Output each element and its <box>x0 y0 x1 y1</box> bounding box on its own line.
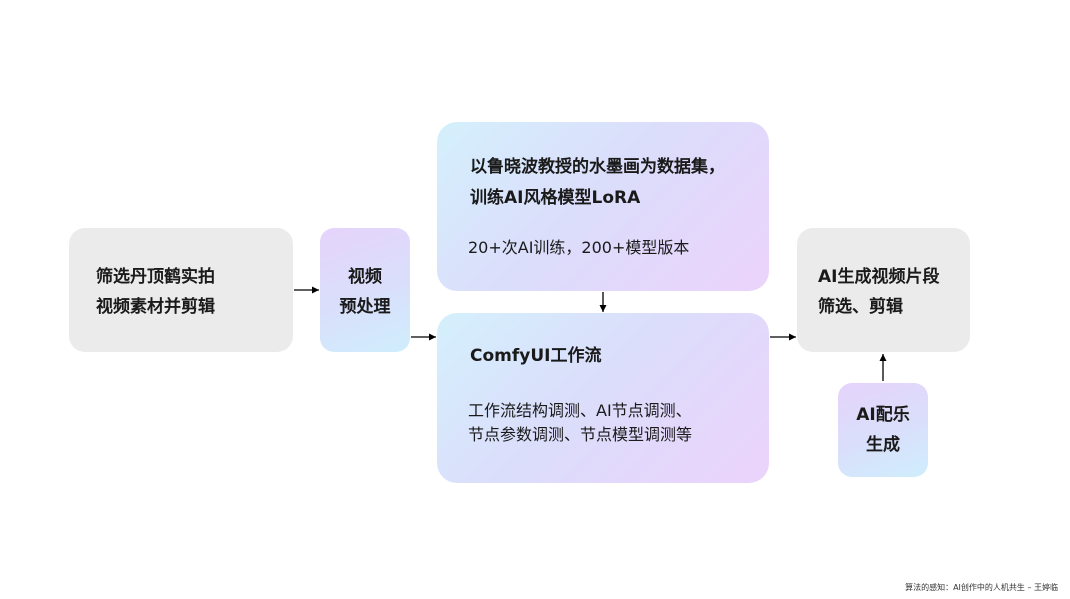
lora-training-box: 以鲁晓波教授的水墨画为数据集， 训练AI风格模型LoRA 20+次AI训练，20… <box>437 122 769 291</box>
lora-title-line-2: 训练AI风格模型LoRA <box>470 188 641 208</box>
comfy-detail-line-2: 节点参数调测、节点模型调测等 <box>468 425 693 444</box>
source-footage-line-2: 视频素材并剪辑 <box>96 297 215 317</box>
comfy-detail-line-1: 工作流结构调测、AI节点调测、 <box>468 401 692 420</box>
source-footage-label: 筛选丹顶鹤实拍 视频素材并剪辑 <box>96 262 215 322</box>
lora-training-title: 以鲁晓波教授的水墨画为数据集， 训练AI风格模型LoRA <box>470 152 725 214</box>
source-footage-box: 筛选丹顶鹤实拍 视频素材并剪辑 <box>69 228 293 352</box>
ai-video-output-line-2: 筛选、剪辑 <box>818 297 903 317</box>
comfyui-workflow-detail: 工作流结构调测、AI节点调测、 节点参数调测、节点模型调测等 <box>468 399 692 447</box>
ai-music-line-1: AI配乐 <box>856 405 910 425</box>
video-preprocess-box: 视频 预处理 <box>320 228 410 352</box>
ai-video-output-label: AI生成视频片段 筛选、剪辑 <box>818 262 939 322</box>
ai-music-line-2: 生成 <box>866 435 900 455</box>
footer-caption: 算法的感知：AI创作中的人机共生 – 王婷临 <box>905 583 1058 592</box>
video-preprocess-label: 视频 预处理 <box>320 262 410 322</box>
lora-title-line-1: 以鲁晓波教授的水墨画为数据集， <box>470 157 725 177</box>
lora-training-detail: 20+次AI训练，200+模型版本 <box>468 238 690 257</box>
source-footage-line-1: 筛选丹顶鹤实拍 <box>96 267 215 287</box>
video-preprocess-line-1: 视频 <box>348 267 382 287</box>
ai-video-output-line-1: AI生成视频片段 <box>818 267 940 287</box>
ai-music-box: AI配乐 生成 <box>838 383 928 477</box>
video-preprocess-line-2: 预处理 <box>339 297 391 317</box>
ai-video-output-box: AI生成视频片段 筛选、剪辑 <box>797 228 970 352</box>
comfyui-workflow-title: ComfyUI工作流 <box>470 346 602 366</box>
comfyui-workflow-box: ComfyUI工作流 工作流结构调测、AI节点调测、 节点参数调测、节点模型调测… <box>437 313 769 483</box>
ai-music-label: AI配乐 生成 <box>838 400 928 460</box>
